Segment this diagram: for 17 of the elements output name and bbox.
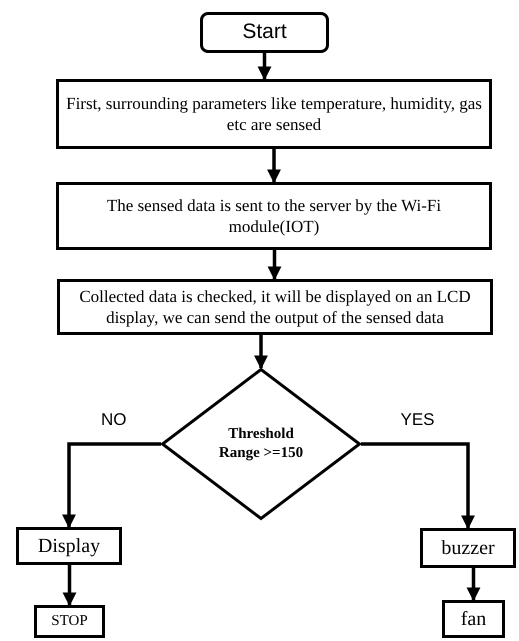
arrow (268, 250, 282, 280)
terminal-box: Start (200, 12, 329, 53)
arrow (258, 53, 272, 80)
arrow (62, 442, 161, 528)
process-box: fan (442, 600, 505, 638)
process-box: buzzer (420, 528, 516, 568)
process-box: STOP (34, 605, 105, 638)
process-box: Display (16, 527, 122, 565)
arrow (466, 568, 480, 602)
arrow (62, 565, 76, 606)
arrow (361, 442, 475, 530)
arrow (254, 335, 268, 370)
decision-diamond: Threshold Range >=150 (161, 368, 361, 520)
process-box: The sensed data is sent to the server by the Wi-Fi module(IOT) (56, 182, 492, 250)
arrow (267, 149, 281, 184)
process-box: Collected data is checked, it will be displayed on an LCD display, we can send the output of the sensed data (57, 279, 493, 335)
process-box: First, surrounding parameters like temperature, humidity, gas etc are sensed (56, 79, 492, 149)
